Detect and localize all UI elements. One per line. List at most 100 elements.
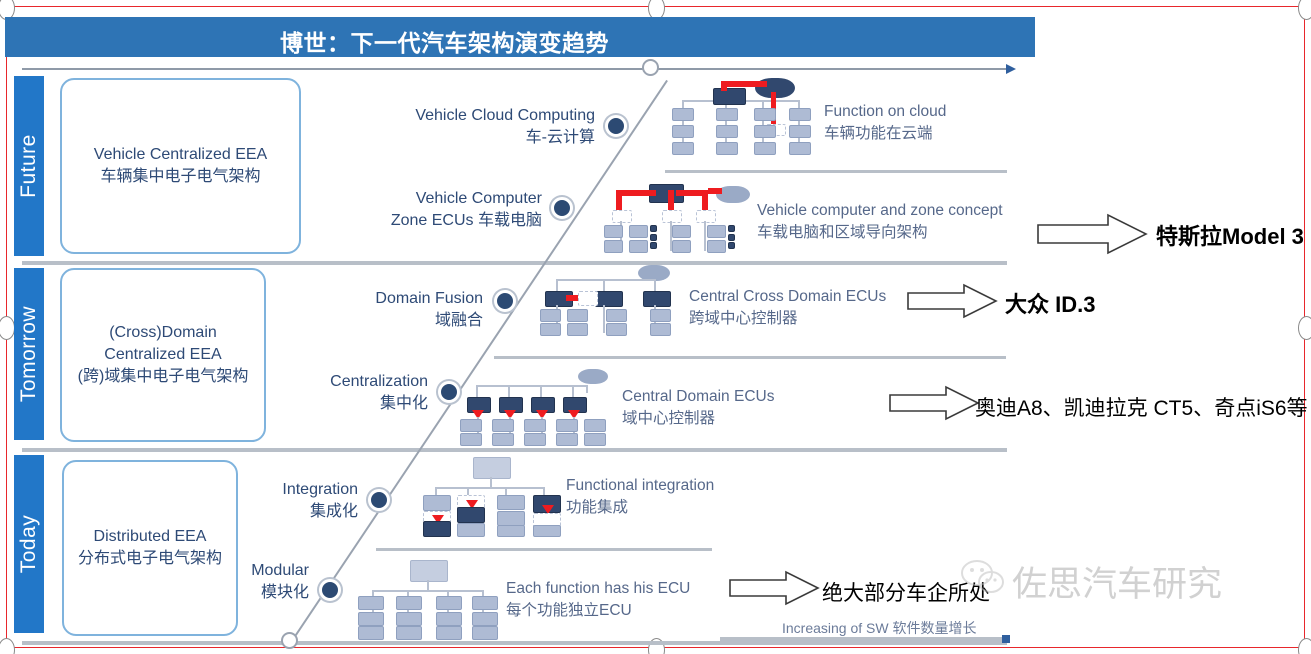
eea-today-line2: 分布式电子电气架构 <box>77 550 222 567</box>
stage-vc-cn: Zone ECUs 车载电脑 <box>390 211 542 229</box>
stage-ce-en: Centralization <box>330 373 428 390</box>
page-title: 博世：下一代汽车架构演变趋势 <box>280 30 609 56</box>
eea-tomorrow-line2: Centralized EEA <box>104 345 222 363</box>
eea-box-tomorrow[interactable]: (Cross)Domain Centralized EEA (跨)域集中电子电气… <box>60 268 266 442</box>
stage-label-modular: Modular 模块化 <box>110 560 309 603</box>
stage-label-domain-fusion: Domain Fusion 域融合 <box>230 288 483 331</box>
stage-in-en: Integration <box>282 481 358 498</box>
era-tab-tomorrow[interactable]: Tomorrow <box>14 268 44 440</box>
stage-df-cn: 域融合 <box>434 311 483 329</box>
stage-label-centralization: Centralization 集中化 <box>190 371 428 414</box>
era-tab-tomorrow-label: Tomorrow <box>17 305 40 403</box>
block-arrow-tesla <box>1036 213 1148 255</box>
stage-label-integration: Integration 集成化 <box>140 479 358 522</box>
desc-efe-cn: 每个功能独立ECU <box>506 602 632 620</box>
eea-future-line1: Vehicle Centralized EEA <box>93 145 268 163</box>
desc-cd-cn: 域中心控制器 <box>622 410 716 428</box>
callout-vw: 大众 ID.3 <box>1005 292 1096 317</box>
node-modular[interactable] <box>319 579 341 601</box>
resize-handle-bottom-left[interactable] <box>0 638 15 654</box>
desc-vcz-en: Vehicle computer and zone concept <box>757 202 1003 219</box>
eea-box-today[interactable]: Distributed EEA 分布式电子电气架构 <box>62 460 238 636</box>
resize-handle-middle-right[interactable] <box>1298 316 1311 340</box>
band-divider-tomorrow-today <box>22 448 1007 452</box>
stage-vcc-en: Vehicle Cloud Computing <box>415 107 595 124</box>
stage-ce-cn: 集中化 <box>379 394 428 412</box>
timeline-endpoint-bottom <box>281 632 298 649</box>
resize-handle-middle-left[interactable] <box>0 316 15 340</box>
band-divider-bottom <box>22 641 1007 645</box>
node-vehicle-cloud-computing[interactable] <box>605 115 627 137</box>
red-arrow-icon <box>472 410 484 419</box>
cloud-icon <box>638 265 670 281</box>
stage-mo-en: Modular <box>251 562 309 579</box>
desc-central-cross-domain: Central Cross Domain ECUs 跨域中心控制器 <box>689 286 886 331</box>
eea-today-line1: Distributed EEA <box>93 527 207 545</box>
desc-ccd-cn: 跨域中心控制器 <box>689 310 798 328</box>
block-arrow-vw <box>906 283 998 319</box>
stage-label-vehicle-computer: Vehicle Computer Zone ECUs 车载电脑 <box>250 188 542 231</box>
node-centralization[interactable] <box>438 381 460 403</box>
desc-fi-cn: 功能集成 <box>566 499 629 517</box>
sub-divider-2 <box>494 356 1006 359</box>
era-tab-today-label: Today <box>17 514 40 574</box>
schematic-central-domain <box>460 365 612 447</box>
schematic-central-cross-domain <box>540 265 678 337</box>
eea-tomorrow-line3: (跨)域集中电子电气架构 <box>77 368 249 386</box>
sw-increase-label: Increasing of SW 软件数量增长 <box>782 620 977 636</box>
watermark-text: 佐思汽车研究 <box>1012 565 1223 604</box>
stage-in-cn: 集成化 <box>309 502 358 520</box>
stage-vc-en: Vehicle Computer <box>415 190 542 207</box>
stage-df-en: Domain Fusion <box>375 290 483 307</box>
schematic-functional-integration <box>415 455 561 537</box>
desc-foc-cn: 车辆功能在云端 <box>824 125 933 143</box>
desc-each-function-ecu: Each function has his ECU 每个功能独立ECU <box>506 578 690 623</box>
desc-cd-en: Central Domain ECUs <box>622 388 775 405</box>
stage-label-vehicle-cloud-computing: Vehicle Cloud Computing 车-云计算 <box>300 105 595 148</box>
callout-tesla: 特斯拉Model 3 <box>1156 224 1304 249</box>
era-tab-future-label: Future <box>17 134 40 198</box>
stage-mo-cn: 模块化 <box>260 583 309 601</box>
callout-audi: 奥迪A8、凯迪拉克 CT5、奇点iS6等 <box>975 397 1308 420</box>
desc-vehicle-computer-zone: Vehicle computer and zone concept 车载电脑和区… <box>757 200 1003 245</box>
schematic-function-on-cloud <box>668 78 813 163</box>
desc-function-on-cloud: Function on cloud 车辆功能在云端 <box>824 101 946 146</box>
sub-divider-1 <box>665 170 1007 173</box>
desc-functional-integration: Functional integration 功能集成 <box>566 475 714 520</box>
band-divider-future-tomorrow <box>22 261 1007 265</box>
block-arrow-audi <box>888 385 980 421</box>
eea-future-line2: 车辆集中电子电气架构 <box>100 168 261 185</box>
era-tab-future[interactable]: Future <box>14 76 44 256</box>
red-arrow-icon <box>432 515 444 524</box>
sub-divider-3 <box>376 548 712 551</box>
callout-most-oems: 绝大部分车企所处 <box>822 582 990 605</box>
era-tab-today[interactable]: Today <box>14 455 44 633</box>
red-arrow-icon <box>504 410 516 419</box>
timeline-endpoint-top <box>642 59 659 76</box>
desc-central-domain: Central Domain ECUs 域中心控制器 <box>622 386 774 431</box>
evolution-axis-arrow <box>22 64 1016 74</box>
resize-handle-top-right[interactable] <box>1298 0 1311 20</box>
node-domain-fusion[interactable] <box>494 290 516 312</box>
red-arrow-icon <box>466 500 478 509</box>
cloud-icon <box>716 186 750 203</box>
cloud-icon <box>578 369 608 384</box>
node-integration[interactable] <box>368 489 390 511</box>
red-arrow-icon <box>568 410 580 419</box>
schematic-vehicle-computer-zone <box>604 180 752 258</box>
block-arrow-most-oems <box>728 570 820 606</box>
eea-box-future[interactable]: Vehicle Centralized EEA 车辆集中电子电气架构 <box>60 78 301 254</box>
desc-efe-en: Each function has his ECU <box>506 580 691 597</box>
stage-vcc-cn: 车-云计算 <box>525 128 595 146</box>
resize-handle-bottom-right[interactable] <box>1298 638 1311 654</box>
node-vehicle-computer[interactable] <box>551 197 573 219</box>
red-arrow-icon <box>536 410 548 419</box>
desc-fi-en: Functional integration <box>566 477 715 494</box>
desc-foc-en: Function on cloud <box>824 103 947 120</box>
desc-vcz-cn: 车载电脑和区域导向架构 <box>757 224 928 242</box>
schematic-each-function-ecu <box>352 558 500 640</box>
eea-tomorrow-line1: (Cross)Domain <box>109 323 217 341</box>
wechat-logo-icon <box>961 560 1004 593</box>
red-arrow-icon <box>542 505 554 514</box>
